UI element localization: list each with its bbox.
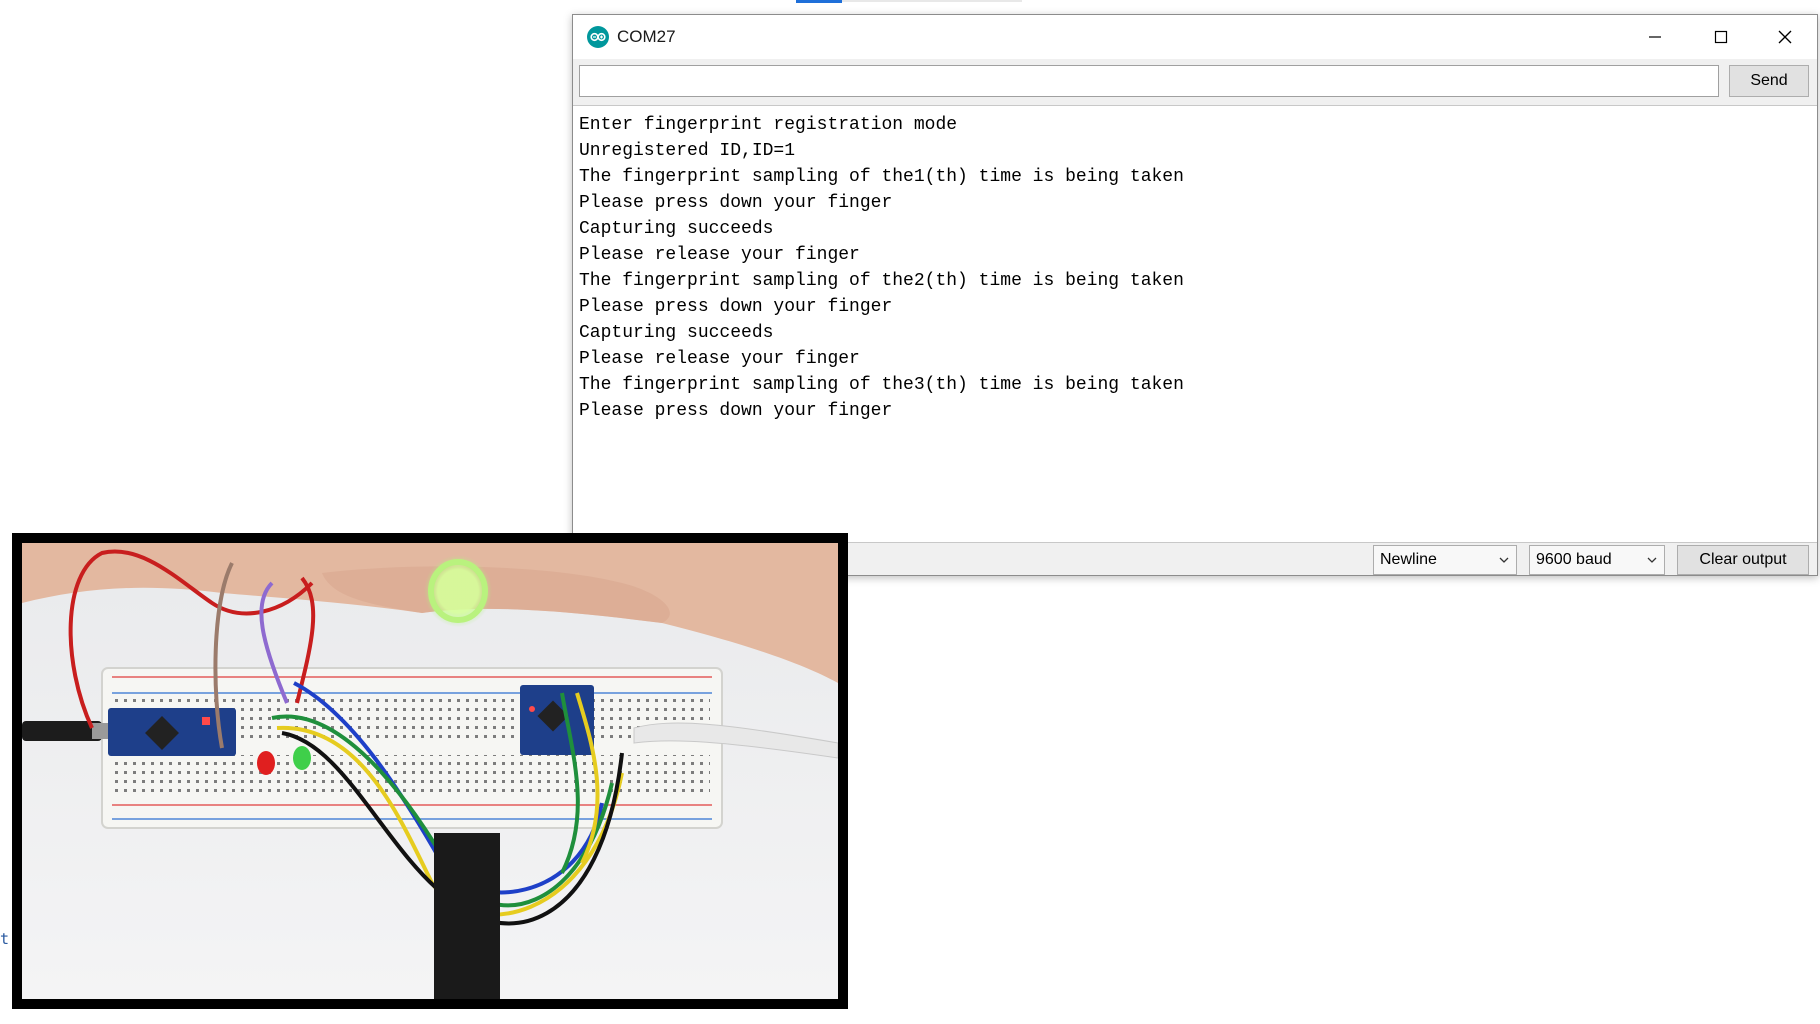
- chevron-down-icon: [1647, 557, 1657, 563]
- maximize-button[interactable]: [1689, 15, 1753, 59]
- output-line: The fingerprint sampling of the1(th) tim…: [579, 167, 1184, 187]
- baud-rate-value: 9600 baud: [1536, 551, 1612, 568]
- red-led: [257, 751, 275, 775]
- maximize-icon: [1714, 30, 1728, 44]
- output-line: Please release your finger: [579, 349, 860, 369]
- serial-input-box: [579, 65, 1719, 97]
- close-icon: [1778, 30, 1792, 44]
- usb-cable-left: [22, 721, 102, 741]
- circuit-photo: [12, 533, 848, 1009]
- output-line: Please press down your finger: [579, 193, 893, 213]
- monitor-footer: Newline 9600 baud Clear output: [573, 545, 1817, 575]
- output-lines: Enter fingerprint registration mode Unre…: [579, 112, 1184, 424]
- serial-output-area[interactable]: Enter fingerprint registration mode Unre…: [573, 105, 1817, 543]
- output-line: The fingerprint sampling of the3(th) tim…: [579, 375, 1184, 395]
- baud-rate-select[interactable]: 9600 baud: [1529, 545, 1665, 575]
- output-line: The fingerprint sampling of the2(th) tim…: [579, 271, 1184, 291]
- output-line: Please press down your finger: [579, 297, 893, 317]
- line-ending-select[interactable]: Newline: [1373, 545, 1517, 575]
- line-ending-value: Newline: [1380, 551, 1437, 568]
- arduino-logo-icon: [587, 26, 609, 48]
- close-button[interactable]: [1753, 15, 1817, 59]
- output-line: Enter fingerprint registration mode: [579, 115, 958, 135]
- background-strip: [842, 0, 1022, 2]
- fingerprint-sensor-ring: [428, 559, 488, 623]
- output-line: Capturing succeeds: [579, 323, 774, 343]
- black-tape: [434, 833, 500, 999]
- background-text-fragment: t: [0, 930, 10, 948]
- minimize-icon: [1649, 36, 1661, 38]
- title-bar[interactable]: COM27: [573, 15, 1817, 59]
- output-line: Please press down your finger: [579, 401, 893, 421]
- serial-input[interactable]: [580, 66, 1718, 96]
- green-led: [293, 746, 311, 770]
- output-line: Unregistered ID,ID=1: [579, 141, 796, 161]
- background-tab-indicator: [796, 0, 842, 3]
- output-line: Please release your finger: [579, 245, 860, 265]
- output-line: Capturing succeeds: [579, 219, 774, 239]
- serial-monitor-window: COM27 Send Enter fingerprint registratio…: [572, 14, 1818, 576]
- send-button[interactable]: Send: [1729, 65, 1809, 97]
- minimize-button[interactable]: [1623, 15, 1687, 59]
- finger-shadow: [322, 566, 670, 623]
- fingerprint-sensor-glow: [424, 555, 492, 627]
- usb-cable-right: [633, 722, 838, 759]
- chevron-down-icon: [1499, 557, 1509, 563]
- circuit-illustration: [22, 543, 838, 999]
- window-title: COM27: [617, 27, 676, 46]
- clear-output-button[interactable]: Clear output: [1677, 545, 1809, 575]
